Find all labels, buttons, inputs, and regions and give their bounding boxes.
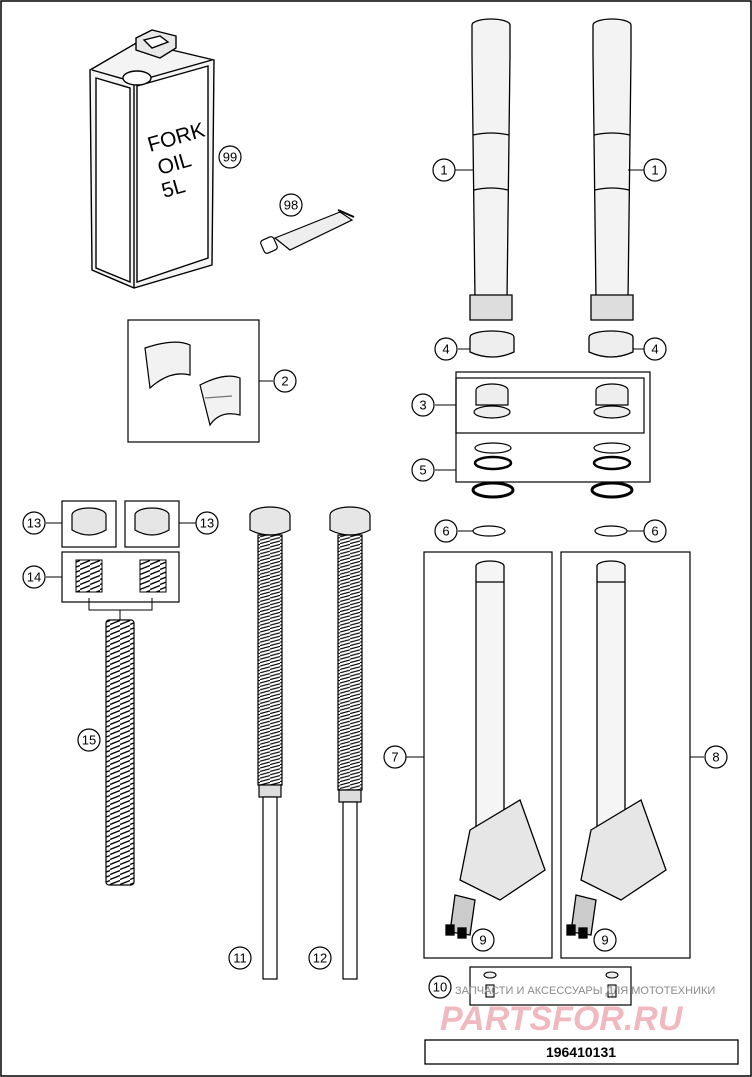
svg-text:6: 6 (651, 524, 658, 539)
svg-text:15: 15 (82, 733, 96, 748)
inner-tube-box-right (560, 551, 691, 959)
inner-tube-right (566, 560, 667, 939)
callout-13-right: 13 (195, 511, 219, 535)
callout-10: 10 (428, 975, 452, 999)
callout-14: 14 (22, 565, 46, 589)
grease-tube (260, 209, 355, 254)
cap-box-left (61, 500, 117, 548)
damping-cartridge-right (329, 506, 371, 980)
watermark-tagline: ЗАПЧАСТИ И АКСЕССУАРЫ ДЛЯ МОТОТЕХНИКИ (455, 985, 715, 997)
axle-clamp-screws (483, 971, 619, 998)
svg-text:98: 98 (284, 198, 298, 213)
guide-bushing-right (588, 330, 634, 358)
callout-11: 11 (228, 946, 252, 970)
callout-6-left: 6 (434, 519, 458, 543)
svg-text:9: 9 (601, 933, 608, 948)
svg-text:5: 5 (419, 463, 426, 478)
leader-lines (46, 169, 704, 758)
callout-1-right: 1 (643, 158, 667, 182)
spring-cap-right (134, 507, 170, 536)
callout-12: 12 (308, 946, 332, 970)
callout-6-right: 6 (643, 519, 667, 543)
seat-leader-lines (88, 598, 153, 620)
callout-8: 8 (704, 745, 728, 769)
svg-text:14: 14 (27, 570, 41, 585)
outer-tube-right (590, 18, 634, 321)
svg-text:7: 7 (391, 750, 398, 765)
callout-2: 2 (273, 369, 297, 393)
spring-seat-left (75, 559, 103, 593)
seal-set-left (471, 442, 515, 499)
slide-bushing-left (473, 383, 511, 419)
seal-set-right (590, 442, 634, 499)
svg-text:2: 2 (281, 374, 288, 389)
spring-cap-left (71, 507, 107, 536)
svg-text:13: 13 (200, 516, 214, 531)
callout-5: 5 (411, 458, 435, 482)
callout-7: 7 (383, 745, 407, 769)
callout-99: 99 (218, 145, 242, 169)
svg-text:11: 11 (233, 951, 247, 966)
inner-tube-box-left (423, 551, 553, 959)
svg-text:10: 10 (433, 980, 447, 995)
callout-3: 3 (411, 393, 435, 417)
callout-4-right: 4 (643, 337, 667, 361)
part-number-box (424, 1039, 739, 1065)
slide-bushing-right (593, 383, 631, 419)
fork-oil-can (89, 29, 215, 289)
watermark-site: PARTSFOR.RU (440, 1000, 684, 1038)
damping-cartridge-left (249, 506, 291, 980)
fork-spring (105, 619, 135, 886)
svg-text:6: 6 (442, 524, 449, 539)
svg-text:8: 8 (712, 750, 719, 765)
o-ring-left (472, 525, 506, 537)
svg-text:9: 9 (479, 933, 486, 948)
callout-15: 15 (77, 728, 101, 752)
svg-text:4: 4 (442, 342, 449, 357)
callout-98: 98 (279, 193, 303, 217)
spring-seat-right (139, 559, 167, 593)
svg-text:1: 1 (651, 163, 658, 178)
inner-tube-left (445, 560, 546, 939)
cap-box-right (124, 500, 180, 548)
axle-clamp-box (469, 966, 632, 1006)
svg-text:12: 12 (313, 951, 327, 966)
callout-9-left: 9 (471, 928, 495, 952)
callout-9-right: 9 (593, 928, 617, 952)
sleeve-pair (144, 341, 241, 427)
svg-text:1: 1 (440, 163, 447, 178)
o-ring-right (594, 525, 628, 537)
part-number: 196410131 (546, 1044, 616, 1060)
callout-13-left: 13 (22, 511, 46, 535)
svg-text:13: 13 (27, 516, 41, 531)
guide-bushing-left (469, 330, 515, 358)
svg-text:99: 99 (223, 150, 237, 165)
outer-tube-left (469, 18, 513, 321)
callout-4-left: 4 (434, 337, 458, 361)
svg-text:4: 4 (651, 342, 658, 357)
svg-text:3: 3 (419, 398, 426, 413)
callout-1-left: 1 (432, 158, 456, 182)
